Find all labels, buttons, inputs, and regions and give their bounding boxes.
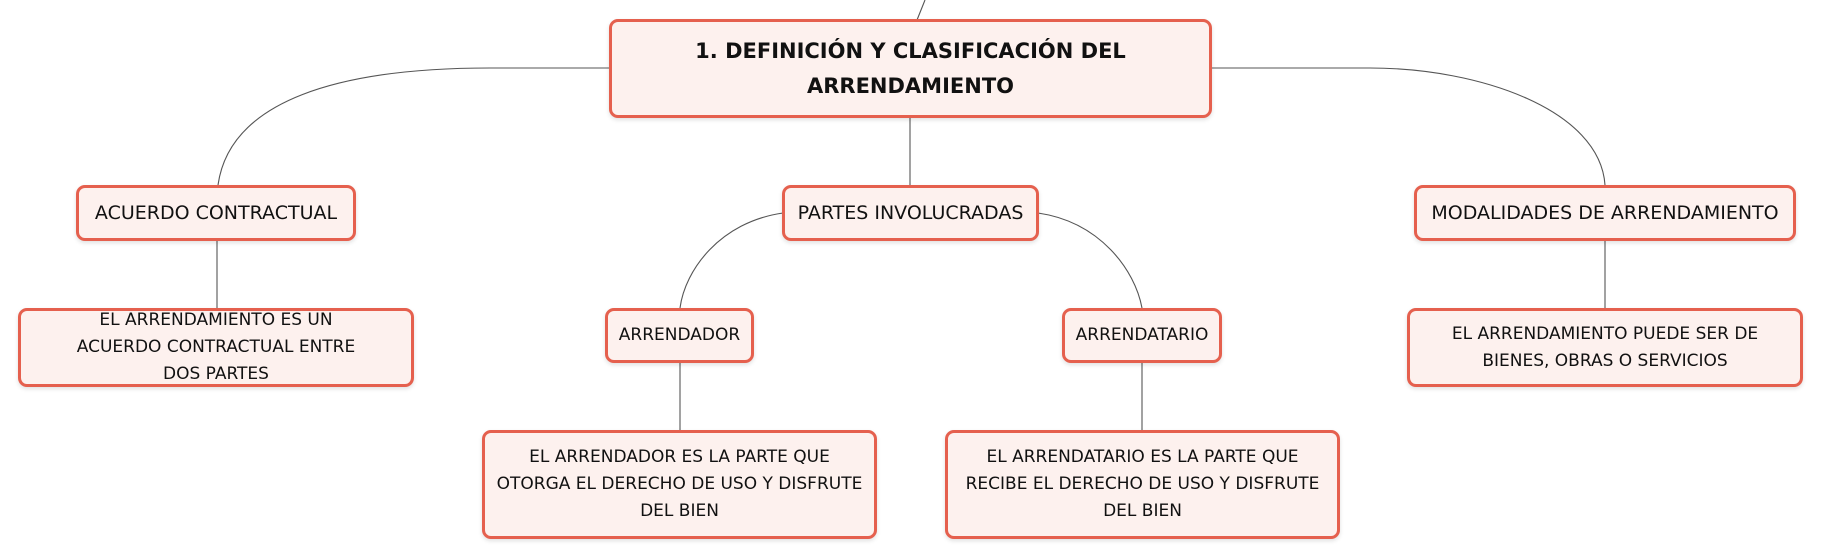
- connector-root-to-acuerdo: [217, 67, 610, 186]
- arrendatario-detail-node[interactable]: EL ARRENDATARIO ES LA PARTE QUE RECIBE E…: [945, 430, 1340, 539]
- connector-root-to-modalidades: [1212, 67, 1606, 186]
- root-topic-node[interactable]: 1. DEFINICIÓN Y CLASIFICACIÓN DEL ARREND…: [609, 19, 1212, 118]
- acuerdo-contractual-detail-node[interactable]: EL ARRENDAMIENTO ES UN ACUERDO CONTRACTU…: [18, 308, 414, 387]
- arrendatario-label: ARRENDATARIO: [1075, 325, 1209, 345]
- connector-partes-to-arrendador: [679, 212, 784, 309]
- arrendatario-node[interactable]: ARRENDATARIO: [1062, 308, 1222, 363]
- modalidades-arrendamiento-detail-label: EL ARRENDAMIENTO PUEDE SER DE BIENES, OB…: [1451, 323, 1759, 371]
- modalidades-arrendamiento-label: MODALIDADES DE ARRENDAMIENTO: [1431, 201, 1779, 224]
- connector-parent-stub: [916, 0, 926, 21]
- modalidades-arrendamiento-node[interactable]: MODALIDADES DE ARRENDAMIENTO: [1414, 185, 1796, 241]
- acuerdo-contractual-label: ACUERDO CONTRACTUAL: [94, 201, 338, 224]
- arrendador-detail-node[interactable]: EL ARRENDADOR ES LA PARTE QUE OTORGA EL …: [482, 430, 877, 539]
- partes-involucradas-node[interactable]: PARTES INVOLUCRADAS: [782, 185, 1039, 241]
- arrendador-node[interactable]: ARRENDADOR: [605, 308, 754, 363]
- root-topic-label: 1. DEFINICIÓN Y CLASIFICACIÓN DEL ARREND…: [695, 38, 1126, 98]
- arrendador-detail-label: EL ARRENDADOR ES LA PARTE QUE OTORGA EL …: [496, 447, 863, 521]
- arrendatario-detail-label: EL ARRENDATARIO ES LA PARTE QUE RECIBE E…: [965, 447, 1320, 521]
- acuerdo-contractual-detail-label: EL ARRENDAMIENTO ES UN ACUERDO CONTRACTU…: [76, 310, 356, 384]
- connector-partes-to-arrendatario: [1037, 212, 1143, 309]
- arrendador-label: ARRENDADOR: [618, 325, 741, 345]
- modalidades-arrendamiento-detail-node[interactable]: EL ARRENDAMIENTO PUEDE SER DE BIENES, OB…: [1407, 308, 1803, 387]
- partes-involucradas-label: PARTES INVOLUCRADAS: [797, 201, 1024, 224]
- acuerdo-contractual-node[interactable]: ACUERDO CONTRACTUAL: [76, 185, 356, 241]
